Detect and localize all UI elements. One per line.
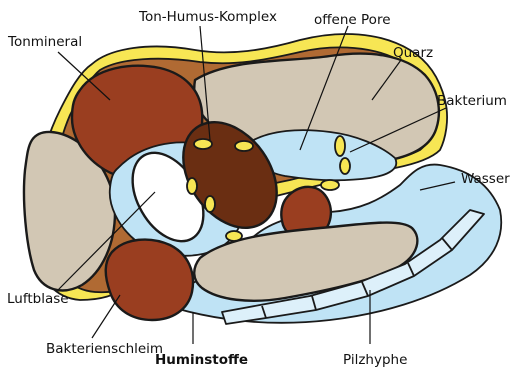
label-huminstoffe: Huminstoffe bbox=[155, 352, 248, 368]
bacterium bbox=[205, 196, 215, 212]
label-bakterium: Bakterium bbox=[437, 93, 507, 109]
label-bakterienschleim: Bakterienschleim bbox=[46, 341, 163, 357]
bacterium bbox=[335, 136, 345, 156]
bacterium bbox=[194, 139, 212, 149]
bacterium bbox=[340, 158, 350, 174]
label-wasser: Wasser bbox=[461, 171, 510, 187]
bacterium bbox=[235, 141, 253, 151]
label-offene-pore: offene Pore bbox=[314, 12, 391, 28]
clay-mineral-bottom bbox=[106, 240, 193, 320]
label-ton-humus-komplex: Ton-Humus-Komplex bbox=[138, 9, 277, 25]
bacterium bbox=[187, 178, 197, 194]
label-tonmineral: Tonmineral bbox=[7, 34, 82, 50]
label-quarz: Quarz bbox=[393, 45, 433, 61]
bacterium bbox=[226, 231, 242, 241]
label-luftblase: Luftblase bbox=[7, 291, 69, 307]
bacterium bbox=[321, 180, 339, 190]
label-pilzhyphe: Pilzhyphe bbox=[343, 352, 407, 368]
